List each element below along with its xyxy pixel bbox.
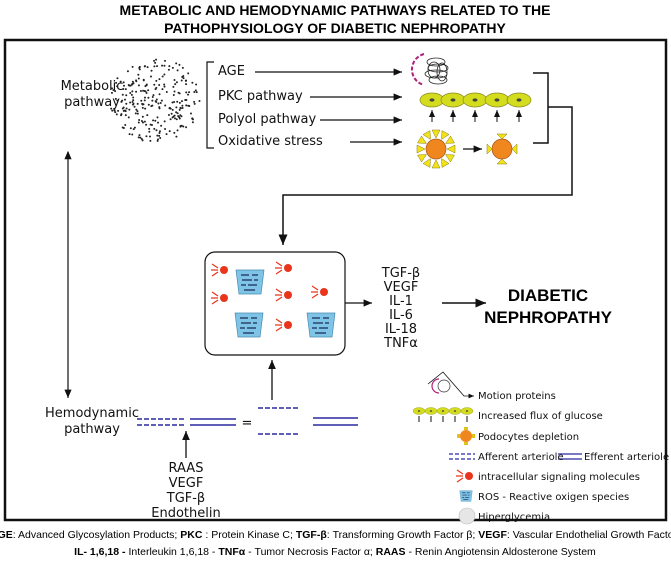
legend-motion: Motion proteins (478, 391, 556, 402)
hemodynamic-label-1: Hemodynamic (45, 406, 139, 421)
outcome-line-2: NEPHROPATHY (484, 308, 612, 327)
metabolic-label-2: pathway (64, 95, 120, 110)
hemodynamic-factor: Endothelin (151, 506, 220, 521)
main-frame (3, 38, 668, 522)
arteriole-legend-icons (449, 453, 582, 460)
mediator: IL-18 (385, 322, 417, 337)
footnote-line-1: AGE: Advanced Glycosylation Products; PK… (0, 529, 671, 541)
glucose-cells-icon (419, 92, 532, 122)
legend-afferent: Afferent arteriole (478, 452, 564, 463)
legend-efferent: Efferent arteriole (584, 452, 669, 463)
legend-podocytes: Podocytes depletion (478, 432, 579, 443)
legend: Motion proteins Increased flux of glucos… (412, 371, 669, 525)
outcome-line-1: DIABETIC (508, 286, 588, 305)
podocyte-legend-icon (457, 427, 475, 445)
motion-protein-icon (411, 53, 449, 86)
mediator: IL-6 (389, 308, 413, 323)
metabolic-bracket (206, 61, 214, 149)
equals-sign: = (242, 416, 253, 431)
legend-glucose: Increased flux of glucose (478, 411, 603, 422)
metabolic-label-1: Metabolic (61, 79, 124, 94)
hemodynamic-factor: RAAS (169, 461, 204, 476)
arterioles (137, 407, 358, 435)
title-line-2: PATHOPHYSIOLOGY OF DIABETIC NEPHROPATHY (164, 20, 506, 36)
motion-protein-legend-icon (437, 379, 451, 393)
metabolic-arrows (255, 68, 402, 146)
mediator-list: TGF-β VEGF IL-1 IL-6 IL-18 TNFα (381, 266, 420, 351)
legend-signaling: intracellular signaling molecules (478, 472, 640, 483)
hemodynamic-label-2: pathway (64, 422, 120, 437)
mediator: TGF-β (381, 266, 420, 281)
ros-legend-icon (459, 490, 473, 502)
metabolic-item-oxidative: Oxidative stress (218, 134, 323, 149)
metabolic-item-polyol: Polyol pathway (218, 112, 316, 127)
title-line-1: METABOLIC AND HEMODYNAMIC PATHWAYS RELAT… (120, 2, 551, 18)
metabolic-to-box-connector (283, 72, 573, 245)
metabolic-item-age: AGE (218, 64, 245, 79)
metabolic-item-pkc: PKC pathway (218, 89, 303, 104)
hemodynamic-factor: TGF-β (166, 491, 205, 506)
legend-ros: ROS - Reactive oxigen species (478, 492, 629, 503)
hyperglycemia-dots-icon (110, 58, 201, 142)
podocyte-depletion-icon (416, 129, 518, 169)
footnote-line-2: IL- 1,6,18 - Interleukin 1,6,18 - TNFα -… (74, 546, 596, 558)
mediator: IL-1 (389, 294, 413, 309)
legend-hyperglycemia: Hiperglycemia (478, 512, 550, 523)
hyperglycemia-legend-icon (458, 507, 476, 525)
glucose-legend-icon (412, 407, 474, 422)
mediator: VEGF (384, 280, 419, 295)
hemodynamic-factor: VEGF (169, 476, 204, 491)
signaling-legend-icon (455, 469, 474, 483)
mediator: TNFα (383, 336, 418, 351)
